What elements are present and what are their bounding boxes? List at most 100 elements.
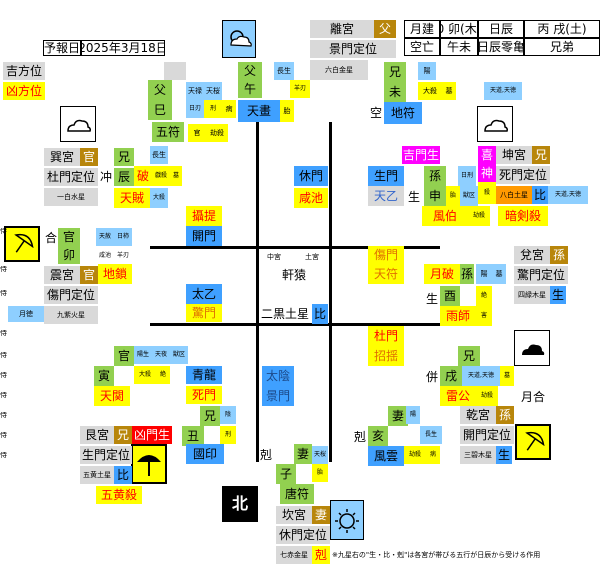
se-branch: 巳 bbox=[148, 100, 172, 120]
east-s4: 大殺 bbox=[150, 188, 168, 208]
north-tang: 唐符 bbox=[280, 484, 314, 504]
umbrella-icon-nw bbox=[515, 424, 551, 460]
ws-rel: 官 bbox=[58, 228, 80, 246]
swl-center: 開門定位 bbox=[460, 426, 514, 444]
north-door: 景門 bbox=[262, 386, 294, 406]
east-mid-door: 休門 bbox=[294, 166, 328, 186]
grid-line-h1 bbox=[150, 246, 440, 249]
nel-kill2: 五黄殺 bbox=[96, 486, 142, 504]
nel-center: 生門定位 bbox=[80, 446, 132, 464]
day-value: 丙 戌(土) bbox=[524, 20, 600, 38]
center-mid: 中宮 bbox=[267, 252, 281, 261]
grid-line-v2 bbox=[329, 122, 332, 462]
nel-death: 死門 bbox=[186, 386, 222, 404]
swl-star: 三碧木星 bbox=[460, 446, 496, 464]
er-s3: 絶 bbox=[476, 286, 492, 306]
er-p-rel: 孫 bbox=[550, 246, 568, 264]
cloud-icon-w bbox=[514, 330, 550, 366]
south-star: 六白金星 bbox=[310, 60, 368, 80]
er-star: 四緑木星 bbox=[514, 286, 550, 304]
north-p-rel: 妻 bbox=[312, 506, 330, 524]
day-kirin-value: 兄弟 bbox=[524, 38, 600, 56]
kun-tag1: 日刑 bbox=[458, 166, 476, 186]
sw-s4: 天道,天徳 bbox=[484, 82, 522, 100]
east-mid-kill: 咸池 bbox=[294, 188, 328, 208]
ws-gai: 合 bbox=[44, 231, 57, 245]
grid-line-h2 bbox=[150, 323, 440, 326]
swl-door: 杜門 bbox=[368, 326, 404, 346]
nel-s7: 刑 bbox=[220, 426, 236, 444]
north-rel: 妻 bbox=[294, 444, 312, 464]
se-s4: 刑 bbox=[204, 100, 222, 118]
south-god: 天畫 bbox=[238, 100, 280, 122]
nel-kill: 天関 bbox=[94, 386, 130, 406]
er-center: 驚門定位 bbox=[514, 266, 568, 284]
se-s5: 病 bbox=[222, 100, 236, 118]
er-door: 傷門 bbox=[368, 246, 404, 264]
east-hakai: 破 bbox=[134, 166, 152, 186]
kun-wind-s: 劫殺 bbox=[468, 206, 490, 226]
er-branch: 酉 bbox=[440, 286, 460, 306]
south-palace-rel: 父 bbox=[374, 20, 396, 38]
er-rel: 孫 bbox=[460, 264, 474, 284]
kuubou-value: 午未 bbox=[440, 38, 478, 56]
cloudy-sun-icon bbox=[222, 20, 256, 58]
sw-rel: 兄 bbox=[384, 62, 406, 82]
kun-sheng: 生 bbox=[407, 190, 420, 204]
nel-branch: 寅 bbox=[94, 366, 114, 386]
north-s1: 天桜 bbox=[312, 446, 328, 464]
swl-branch: 戌 bbox=[440, 366, 462, 386]
east-palace: 巽宮 bbox=[44, 148, 80, 166]
north-palace: 坎宮 bbox=[276, 506, 312, 524]
center-xuan: 軒猿 bbox=[281, 268, 306, 282]
kun-center: 死門定位 bbox=[496, 166, 550, 184]
center-hi: 比 bbox=[312, 304, 328, 324]
south-god-sub: 胎 bbox=[280, 100, 294, 122]
swl-combine: 併 bbox=[425, 370, 438, 384]
se-s1: 天禄 bbox=[186, 82, 204, 100]
kun-tag4: 獣区 bbox=[460, 186, 478, 206]
er-god: 天符 bbox=[368, 264, 404, 284]
ws-p-rel: 官 bbox=[80, 266, 98, 284]
kun-god-a: 喜 bbox=[478, 146, 496, 164]
kun-palace: 坤宮 bbox=[496, 146, 532, 164]
nwl-kill: 風雲 bbox=[368, 446, 404, 466]
ws-s1: 天赦 bbox=[96, 228, 114, 246]
left-col-item: 侍 bbox=[0, 266, 7, 273]
nel-s4: 大殺 bbox=[134, 366, 156, 384]
nwl-ke: 剋 bbox=[353, 430, 366, 444]
ws-kill: 地鎖 bbox=[98, 264, 132, 284]
swl-rel: 兄 bbox=[458, 346, 480, 366]
sw-s3: 墓 bbox=[442, 82, 456, 100]
left-col-item: 侍 bbox=[0, 290, 7, 297]
east-oppose: 冲 bbox=[99, 170, 112, 184]
east-s1: 長生 bbox=[150, 146, 168, 164]
east-palace-center: 杜門定位 bbox=[44, 168, 98, 186]
swl-kill: 雷公 bbox=[440, 386, 476, 406]
sw-branch: 未 bbox=[384, 82, 406, 102]
ws-palace: 震宮 bbox=[44, 266, 80, 284]
kun-god-b: 神 bbox=[478, 164, 496, 182]
se-god: 五符 bbox=[152, 122, 184, 142]
er-sheng: 生 bbox=[425, 292, 438, 306]
nel-door-bad: 凶門生 bbox=[132, 426, 172, 444]
swl-god: 招揺 bbox=[368, 346, 404, 366]
forecast-label: 予報日 bbox=[43, 40, 81, 56]
kun-hi: 比 bbox=[532, 186, 548, 204]
left-col-item: 侍 bbox=[0, 372, 7, 379]
se-s2: 天桜 bbox=[204, 82, 222, 100]
se-s3: 日刃 bbox=[186, 100, 204, 118]
nel-rel2: 兄 bbox=[200, 406, 220, 426]
south-rel-top: 父 bbox=[238, 62, 262, 80]
se-rel: 父 bbox=[148, 80, 172, 100]
nel-branch2: 丑 bbox=[182, 426, 204, 446]
swl-s1: 天道,天徳 bbox=[462, 366, 500, 386]
left-col-item: 侍 bbox=[0, 228, 7, 235]
kun-s1: 天道,天徳 bbox=[548, 186, 588, 204]
nel-s2: 天夜 bbox=[152, 346, 170, 364]
left-col-item: 侍 bbox=[0, 330, 7, 337]
se-g1: 官 bbox=[188, 124, 206, 142]
swl-s3: 劫殺 bbox=[476, 386, 498, 406]
sw-kuu: 空 bbox=[369, 106, 382, 120]
sun-icon bbox=[330, 500, 364, 540]
